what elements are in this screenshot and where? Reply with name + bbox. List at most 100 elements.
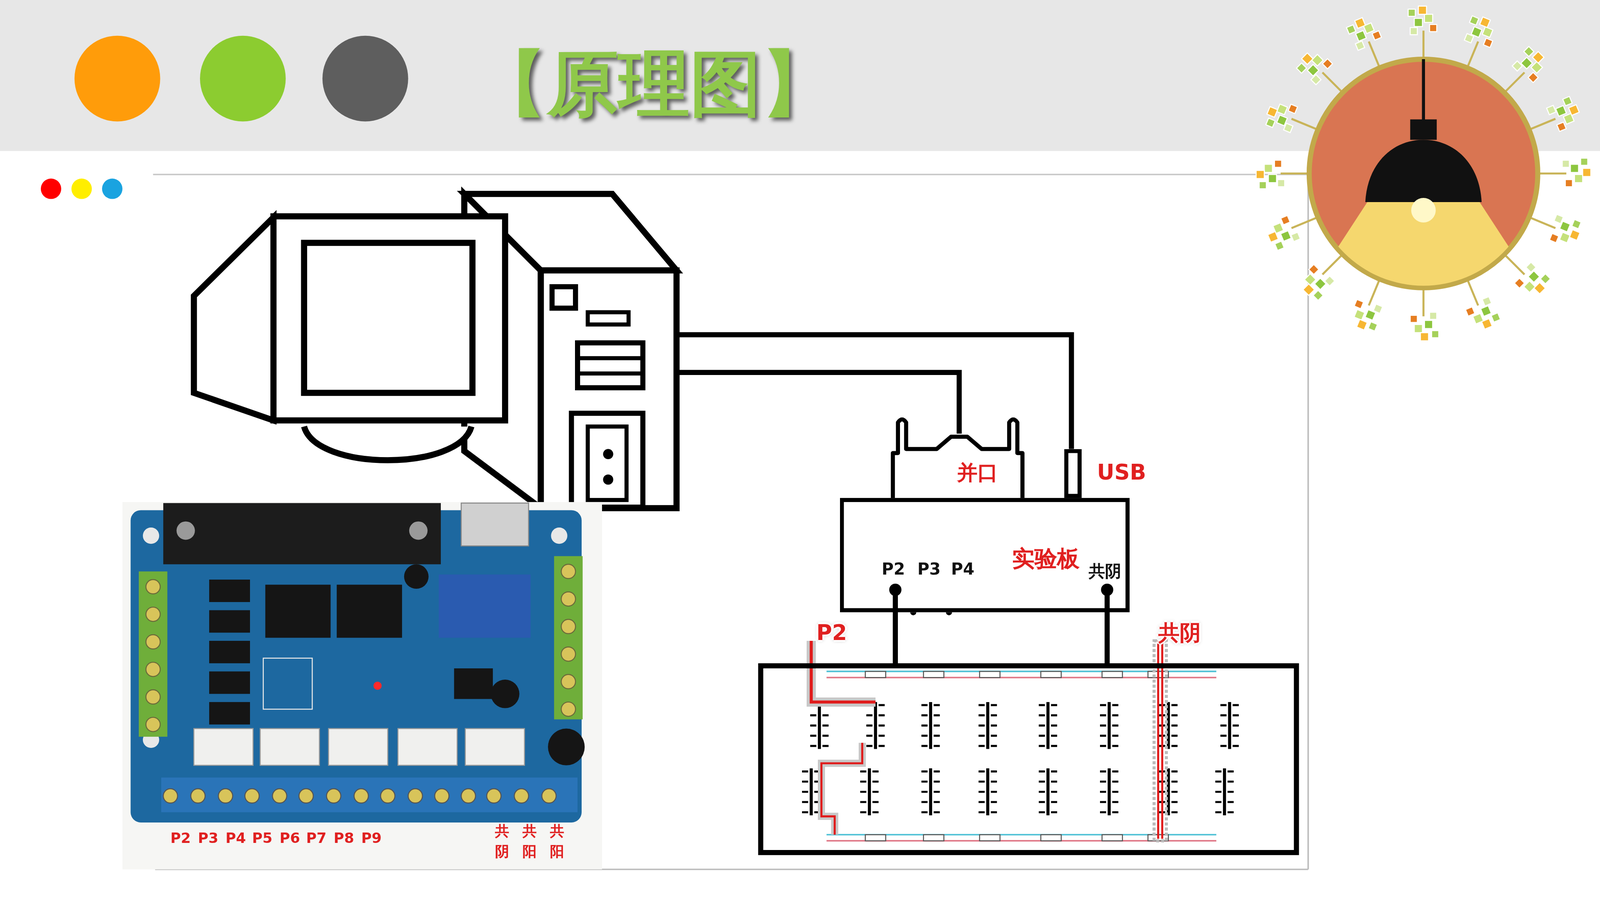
node-label: 共阴 [1088,562,1122,580]
terminal-screw [408,788,423,803]
frame-line [152,173,1308,176]
node-label: P2 [816,621,848,645]
green-dot [200,35,286,122]
led-digit [921,768,940,816]
board-photo [122,502,603,870]
highlight-halo [821,742,863,835]
db25-connector [163,502,441,565]
terminal-block [138,556,583,737]
capacitor [490,679,520,709]
usb-connector: USB [1064,449,1082,499]
node-label: P5 [252,830,273,847]
monitor-body [193,217,274,421]
terminal-screw [561,564,576,579]
optocoupler [209,640,250,664]
wire [1104,610,1110,665]
experiment-board: 实验板P2P3P4共阴 [840,497,1130,613]
optocoupler [209,702,250,725]
terminal-screw [514,788,529,803]
header-connector [193,728,253,766]
node-label: USB [1097,461,1147,485]
parallel-port-connector: 并口 [890,416,1026,498]
terminal-screw [145,717,160,732]
led-digit [1220,702,1239,750]
terminal-screw [561,619,576,634]
led-digit [1038,702,1058,750]
terminal-screw [163,788,178,803]
monitor-front [273,216,505,421]
silkscreen-table [263,658,313,710]
usb-socket [461,502,529,546]
terminal-block [138,571,168,737]
terminal-screw [541,788,556,803]
led-digit [1100,768,1119,816]
led-digit [978,768,998,816]
terminal-screw [561,702,576,717]
terminal-screw [561,591,576,606]
node-label: 共阴 [1158,621,1202,645]
terminal-dot [1100,583,1113,596]
resistor-symbol [1102,834,1123,841]
header-connector [465,728,525,766]
terminal-screw [145,607,160,622]
terminal-screw [145,634,160,649]
leaf-cluster [1537,158,1591,188]
cathode-highlight [1161,640,1164,839]
terminal-block [554,556,583,720]
led-digit [978,702,998,750]
wire-group [1100,583,1113,666]
status-led [373,681,382,690]
terminal-screw [561,647,576,662]
power-button [552,286,576,308]
terminal-screw [561,674,576,689]
yellow-dot [71,178,92,200]
driver-board-photo: P2P3P4P5P6P7P8P9共 阴共 阳共 阳 [122,502,603,870]
capacitor [547,728,585,766]
node-label: 共 阳 [521,820,538,862]
ic-chip [265,584,331,638]
drive-bay [577,342,643,388]
terminal-screw [245,788,260,803]
resistor-symbol [979,671,1000,678]
resistor-symbol [865,671,886,678]
ic-chip [336,584,403,638]
terminal-screw [272,788,287,803]
highlight-halo [1154,640,1167,841]
terminal-screw [299,788,314,803]
p2-highlight [821,742,863,835]
connector-outline [892,419,1023,499]
terminal-screw [145,579,160,594]
tower-led [602,449,613,460]
connector-outline [890,416,1026,498]
led-digit [1100,702,1119,750]
led-digit [866,702,885,750]
optocoupler [209,610,250,633]
leaf-cluster [1256,160,1310,189]
lamp-cap [1410,119,1437,140]
led-digit [802,768,821,816]
resistor-symbol [865,834,886,841]
mount-hole [142,527,160,544]
led-digit [860,768,879,816]
wire [892,610,898,665]
led-digit [1215,768,1234,816]
tower-front [540,270,677,509]
leaf-cluster [1408,6,1438,60]
resistor-symbol [1102,671,1123,678]
terminal-screw [145,662,160,677]
drive-line [577,356,643,361]
node-label: 共 阴 [493,820,510,862]
monitor-screen [304,242,473,393]
wire-group [889,583,902,666]
header-connector [260,728,320,766]
lamp-cord [1422,59,1425,123]
computer-illustration [193,193,677,508]
lamp-shade [1365,140,1482,203]
terminal-screw [326,788,341,803]
node-label: P2 [881,560,905,578]
terminal-screw [190,788,205,803]
node-label: 实验板 [1012,547,1080,572]
highlight-halo [811,640,876,703]
